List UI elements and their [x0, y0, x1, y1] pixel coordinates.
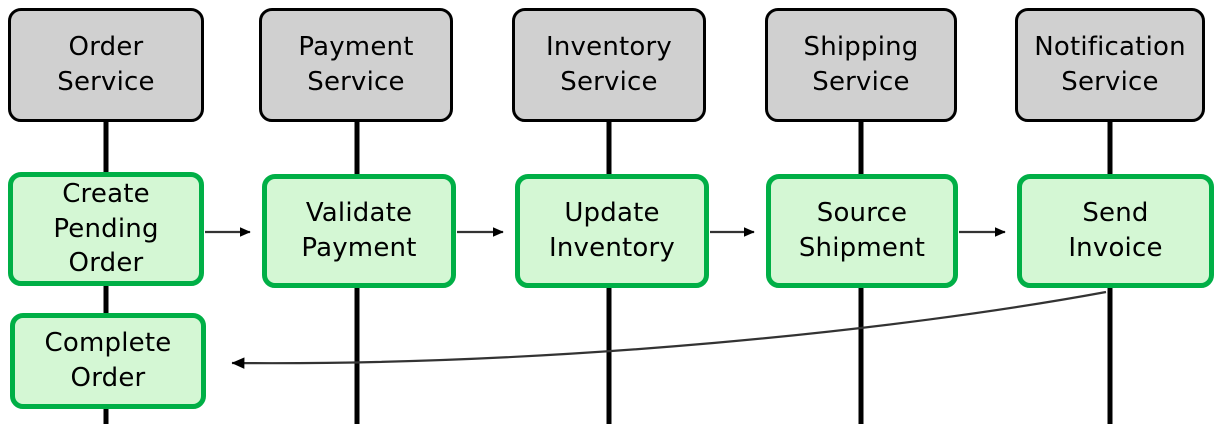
participant-notification-service-line-1: Notification [1034, 32, 1186, 63]
activity-send-invoice-line-1: Send [1082, 198, 1149, 229]
participant-payment-service-line-2: Service [307, 67, 405, 97]
participant-inventory-service-line-1: Inventory [546, 32, 672, 63]
participant-order-service[interactable]: Order Service [8, 8, 204, 122]
activity-send-invoice[interactable]: Send Invoice [1017, 174, 1214, 288]
activity-validate-payment[interactable]: Validate Payment [262, 174, 456, 288]
activity-update-inventory-line-2: Inventory [549, 233, 675, 263]
activity-create-pending-order-line-3: Order [68, 248, 144, 279]
activity-create-pending-order-line-2: Pending [53, 213, 159, 244]
activity-create-pending-order-line-1: Create [62, 179, 150, 210]
participant-shipping-service-line-1: Shipping [803, 32, 919, 63]
participant-payment-service-line-1: Payment [298, 32, 414, 63]
activity-update-inventory-line-1: Update [564, 198, 660, 229]
activity-update-inventory[interactable]: Update Inventory [515, 174, 709, 288]
activity-create-pending-order[interactable]: Create Pending Order [8, 172, 204, 286]
participant-inventory-service[interactable]: Inventory Service [512, 8, 706, 122]
activity-validate-payment-line-1: Validate [305, 198, 413, 229]
activity-validate-payment-line-2: Payment [301, 233, 417, 263]
participant-shipping-service[interactable]: Shipping Service [765, 8, 957, 122]
participant-notification-service-line-2: Service [1061, 67, 1159, 97]
participant-inventory-service-line-2: Service [560, 67, 658, 97]
edge-send-invoice-to-complete-order [231, 290, 1107, 369]
activity-source-shipment[interactable]: Source Shipment [766, 174, 958, 288]
activity-complete-order-line-2: Order [70, 363, 146, 393]
activity-source-shipment-line-1: Source [816, 198, 908, 229]
participant-order-service-line-1: Order [68, 32, 144, 63]
participant-shipping-service-line-2: Service [812, 67, 910, 97]
activity-source-shipment-line-2: Shipment [798, 233, 926, 263]
activity-send-invoice-line-2: Invoice [1068, 233, 1163, 263]
participant-payment-service[interactable]: Payment Service [259, 8, 453, 122]
activity-complete-order[interactable]: Complete Order [10, 313, 206, 409]
activity-complete-order-line-1: Complete [44, 328, 172, 359]
participant-notification-service[interactable]: Notification Service [1015, 8, 1205, 122]
participant-order-service-line-2: Service [57, 67, 155, 97]
